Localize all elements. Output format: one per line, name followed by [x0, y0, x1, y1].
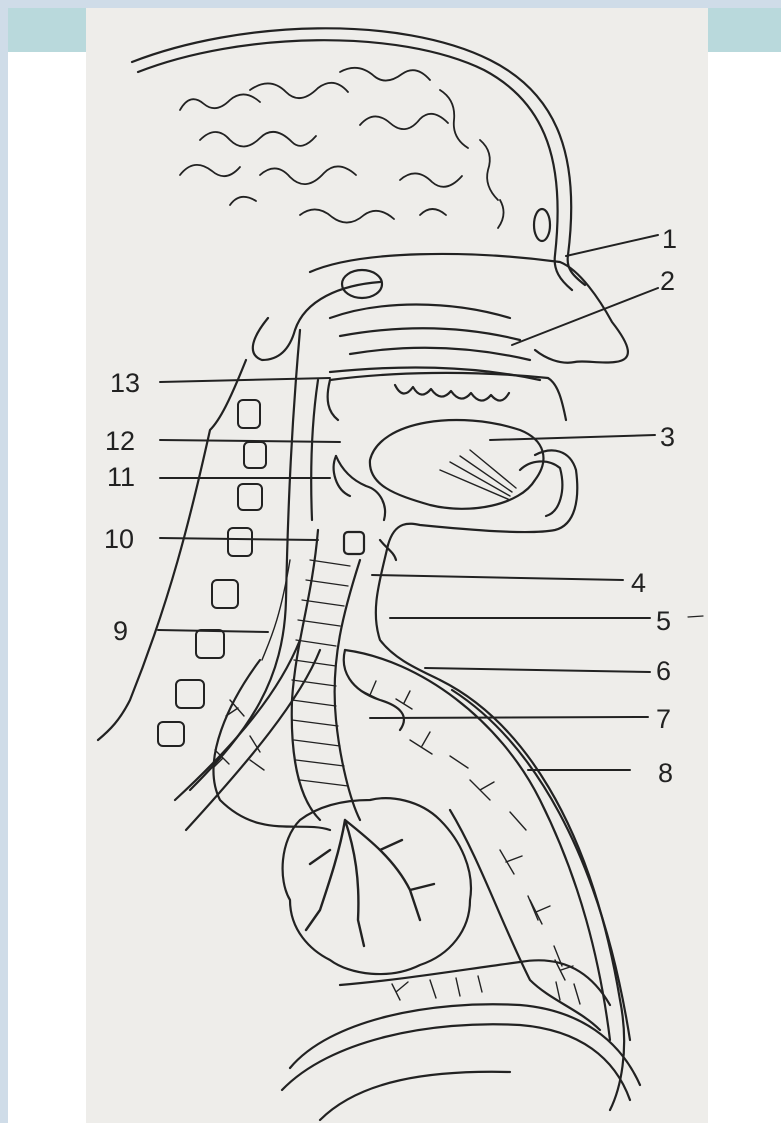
- trachea: [262, 530, 360, 820]
- label-8: 8: [658, 758, 673, 788]
- hard-palate-and-teeth: [328, 373, 566, 420]
- label-5: 5: [656, 606, 671, 636]
- frontal-sinus: [534, 209, 550, 241]
- label-1: 1: [662, 224, 677, 254]
- label-2: 2: [660, 266, 675, 296]
- tongue: [370, 420, 544, 509]
- label-10: 10: [104, 524, 134, 554]
- brain-folds: [180, 68, 504, 228]
- label-4: 4: [631, 568, 646, 598]
- bronchial-tree: [283, 798, 471, 974]
- label-9: 9: [113, 616, 128, 646]
- pharynx-and-larynx: [311, 380, 396, 560]
- label-11: 11: [107, 462, 135, 492]
- label-6: 6: [656, 656, 671, 686]
- diaphragm: [282, 1004, 640, 1120]
- label-3: 3: [660, 422, 675, 452]
- lower-jaw-and-chin: [388, 450, 577, 545]
- label-7: 7: [656, 704, 671, 734]
- label-13: 13: [110, 368, 140, 398]
- label-12: 12: [105, 426, 135, 456]
